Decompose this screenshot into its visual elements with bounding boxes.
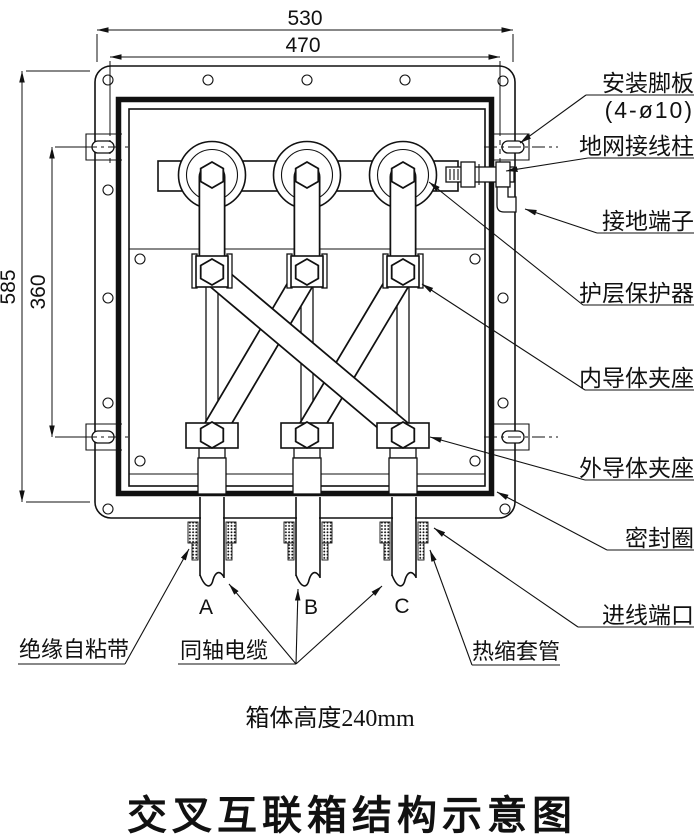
cable-c (379, 497, 429, 587)
box-height-caption: 箱体高度240mm (245, 705, 415, 732)
grounding-terminal-bracket (496, 186, 517, 213)
phase-a-label: A (199, 596, 213, 619)
label-insulating-tape: 绝缘自粘带 (19, 637, 129, 662)
dim-outer-height: 585 (0, 269, 20, 304)
bushing-c-bolt (390, 161, 416, 189)
label-outer-conductor-clamp: 外导体夹座 (579, 455, 694, 481)
drawing-title: 交叉互联箱结构示意图 (127, 794, 577, 836)
phase-c-label: C (394, 595, 409, 618)
bushing-a-bolt (199, 161, 225, 189)
label-sheath-protector: 护层保护器 (579, 280, 694, 306)
callout-labels-bottom: 绝缘自粘带 同轴电缆 热缩套管 (19, 637, 560, 664)
outer-conductor-clamps (185, 421, 430, 495)
label-ground-net-terminal: 地网接线柱 (579, 133, 694, 159)
dimension-text: 530 470 585 360 (0, 7, 323, 310)
dim-outer-width: 530 (287, 7, 322, 30)
label-mounting-foot: 安装脚板 (602, 70, 694, 96)
cable-a (187, 497, 237, 587)
leader-lines (18, 94, 694, 666)
label-mounting-foot-holes: (4-ø10) (605, 97, 694, 123)
cross-links (199, 260, 416, 447)
phase-labels: A B C (199, 595, 410, 619)
callout-labels-right: 安装脚板 (4-ø10) 地网接线柱 接地端子 护层保护器 内导体夹座 外导体夹… (579, 70, 694, 628)
dim-slot-span: 360 (27, 274, 50, 309)
cables (187, 497, 429, 587)
label-coaxial-cable: 同轴电缆 (180, 638, 268, 663)
phase-b-label: B (304, 596, 318, 619)
bushing-b-bolt (294, 161, 320, 189)
label-sealing-ring: 密封圈 (625, 525, 694, 551)
label-heat-shrink-tube: 热缩套管 (472, 639, 560, 664)
inner-conductor-clamps (191, 253, 424, 289)
label-inner-conductor-clamp: 内导体夹座 (579, 365, 694, 391)
dim-inner-width: 470 (285, 34, 320, 57)
sheath-protector-links (198, 163, 417, 274)
label-grounding-terminal: 接地端子 (602, 208, 694, 234)
label-cable-entry-port: 进线端口 (602, 602, 694, 628)
cable-b (283, 497, 333, 587)
